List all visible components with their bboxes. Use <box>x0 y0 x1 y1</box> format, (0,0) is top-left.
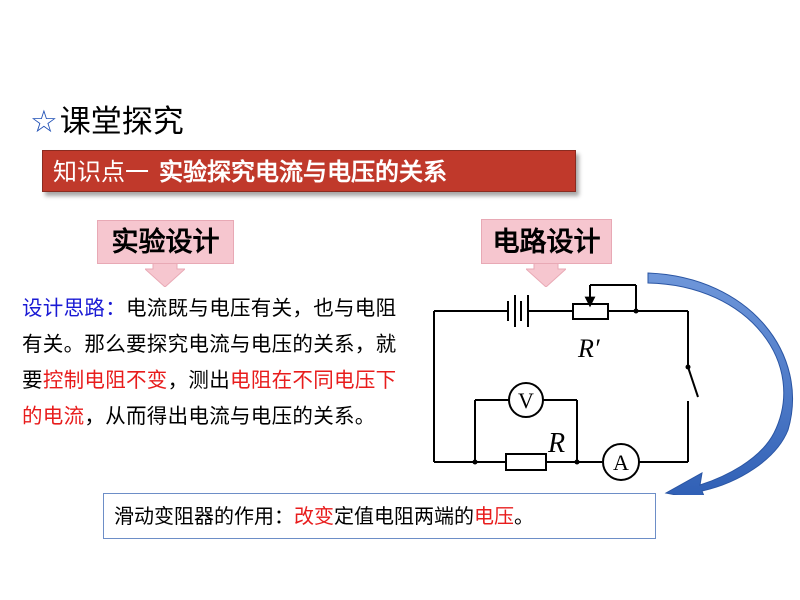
design-idea-highlight: 电阻在不同电压下的电流 <box>22 368 397 428</box>
summary-text: 。 <box>514 504 534 528</box>
battery-icon <box>507 295 529 327</box>
section-heading-text: 课堂探究 <box>59 104 184 140</box>
circuit-diagram: V A R′ R <box>433 272 793 495</box>
summary-text: 滑动变阻器的作用： <box>114 504 294 528</box>
summary-text: 定值电阻两端的 <box>334 504 474 528</box>
callout-pointer-icon <box>526 263 566 287</box>
star-icon: ☆ <box>30 104 58 140</box>
experiment-design-label: 实验设计 <box>97 220 234 264</box>
design-idea-text: 电流既与电压有关，也与电阻有关。那么要探究电流与电压的关系，就要 <box>22 296 397 392</box>
topic-title: 实验探究电流与电压的关系 <box>159 158 447 186</box>
circuit-wires <box>433 284 699 463</box>
ammeter-symbol: A <box>613 450 629 475</box>
summary-highlight: 电压 <box>474 504 514 528</box>
circuit-design-label: 电路设计 <box>481 219 612 264</box>
summary-box: 滑动变阻器的作用：改变定值电阻两端的电压。 <box>103 493 656 539</box>
design-idea-text: ，从而得出电流与电压的关系。 <box>84 404 376 428</box>
resistor-label: R <box>547 428 565 459</box>
design-idea-text: ，测出 <box>167 368 231 392</box>
rheostat-icon <box>572 285 609 320</box>
voltmeter-symbol: V <box>518 388 534 413</box>
design-idea-highlight: 控制电阻不变 <box>42 368 168 392</box>
resistor-icon <box>505 453 547 471</box>
circuit-nodes <box>472 308 691 465</box>
ammeter-icon: A <box>602 443 640 481</box>
summary-highlight: 改变 <box>294 504 334 528</box>
design-idea-lead: 设计思路： <box>22 296 126 320</box>
section-heading: ☆课堂探究 <box>30 96 184 141</box>
topic-banner: 知识点一实验探究电流与电压的关系 <box>42 150 576 192</box>
topic-label: 知识点一 <box>53 158 149 186</box>
rheostat-label: R′ <box>577 334 600 363</box>
curved-arrow-icon <box>647 272 793 495</box>
voltmeter-icon: V <box>508 382 544 418</box>
design-idea-paragraph: 设计思路：电流既与电压有关，也与电阻有关。那么要探究电流与电压的关系，就要控制电… <box>22 290 414 434</box>
callout-pointer-icon <box>145 263 185 287</box>
